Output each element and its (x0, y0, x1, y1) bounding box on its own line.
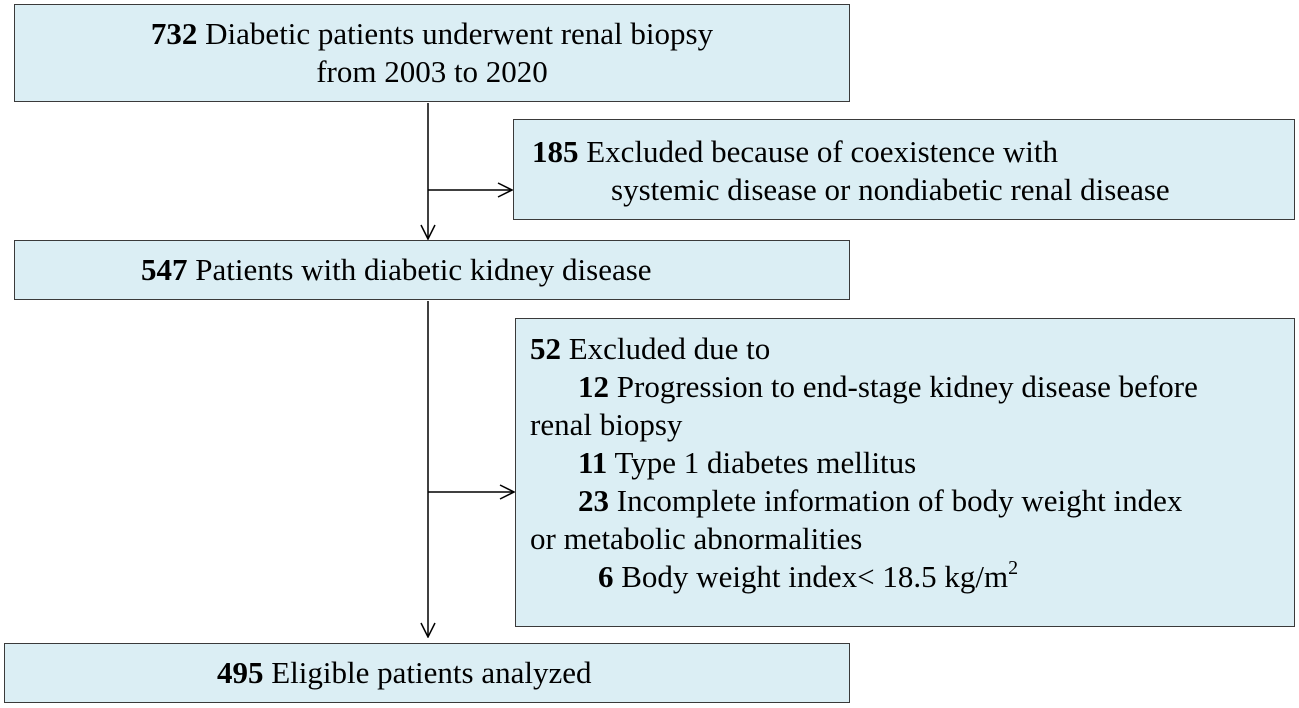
box-3-line-1: 547 Patients with diabetic kidney diseas… (141, 251, 849, 289)
count-11: 11 (578, 445, 608, 480)
count-732: 732 (150, 16, 198, 51)
exclusion-item-incomplete-cont: or metabolic abnormalities (530, 521, 863, 556)
box-4-header: 52 Excluded due to (530, 330, 1294, 368)
box-5-line-1: 495 Eligible patients analyzed (217, 654, 849, 692)
box-3-text: Patients with diabetic kidney disease (195, 252, 652, 287)
exclusion-item-bmi-text: Body weight index< 18.5 kg/m (621, 559, 1009, 594)
count-6: 6 (598, 559, 614, 594)
count-12: 12 (578, 369, 609, 404)
exclusion-item-type1: 11 Type 1 diabetes mellitus (530, 444, 1294, 482)
exclusion-item-bmi: 6 Body weight index< 18.5 kg/m2 (530, 558, 1294, 596)
box-2-line-2: systemic disease or nondiabetic renal di… (611, 172, 1170, 207)
box-1-line-1: 732 Diabetic patients underwent renal bi… (15, 15, 849, 53)
exclusion-item-esrd-text: Progression to end-stage kidney disease … (616, 369, 1198, 404)
exclusion-item-incomplete-text: Incomplete information of body weight in… (616, 483, 1183, 518)
count-23: 23 (578, 483, 609, 518)
count-547: 547 (141, 252, 188, 287)
bmi-unit-superscript: 2 (1008, 556, 1019, 579)
count-495: 495 (217, 655, 264, 690)
box-5-text: Eligible patients analyzed (271, 655, 592, 690)
box-1-text-1: Diabetic patients underwent renal biopsy (205, 16, 714, 51)
exclusion-item-esrd: 12 Progression to end-stage kidney disea… (530, 368, 1294, 406)
box-2-line-1: 185 Excluded because of coexistence with (532, 133, 1294, 171)
exclusion-item-esrd-cont: renal biopsy (530, 407, 683, 442)
box-2-text-1: Excluded because of coexistence with (586, 134, 1058, 169)
exclusion-item-incomplete: 23 Incomplete information of body weight… (530, 482, 1294, 520)
exclusion-item-type1-text: Type 1 diabetes mellitus (614, 445, 917, 480)
box-1-line-2: from 2003 to 2020 (316, 54, 548, 89)
box-diabetic-patients-biopsy: 732 Diabetic patients underwent renal bi… (14, 4, 850, 102)
count-185: 185 (532, 134, 579, 169)
box-exclusion-systemic-disease: 185 Excluded because of coexistence with… (513, 119, 1295, 220)
box-4-header-text: Excluded due to (568, 331, 771, 366)
count-52: 52 (530, 331, 561, 366)
box-eligible-patients: 495 Eligible patients analyzed (4, 643, 850, 703)
box-exclusion-reasons: 52 Excluded due to 12 Progression to end… (515, 318, 1295, 627)
box-diabetic-kidney-disease: 547 Patients with diabetic kidney diseas… (14, 240, 850, 300)
